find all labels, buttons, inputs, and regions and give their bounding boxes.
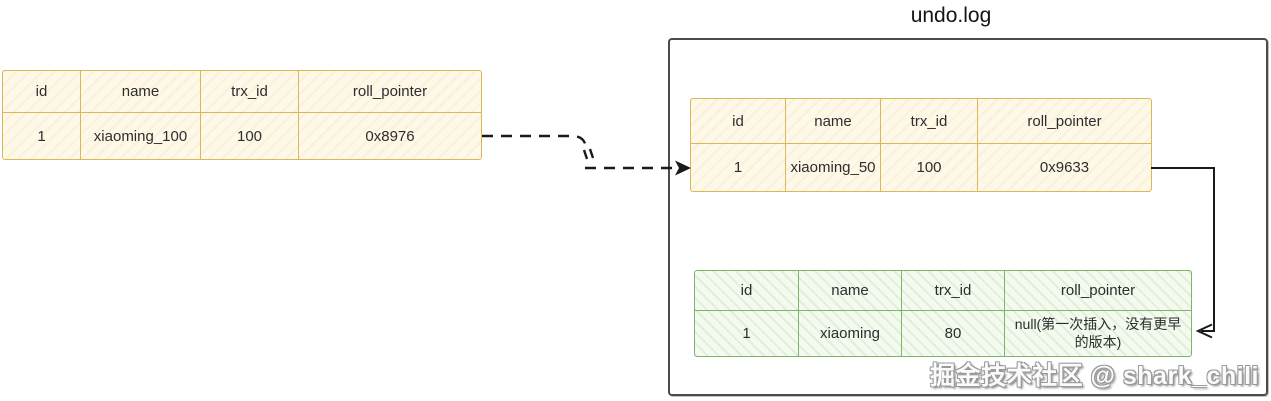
cell-trx-id: 100 bbox=[201, 113, 299, 159]
cell-trx-id: 100 bbox=[881, 144, 978, 191]
cell-roll-pointer: null(第一次插入，没有更早的版本) bbox=[1014, 316, 1182, 350]
column-header-trx-id: trx_id bbox=[201, 71, 299, 113]
cell-id: 1 bbox=[3, 113, 81, 159]
watermark: 掘金技术社区 @ shark_chili bbox=[930, 362, 1259, 390]
column-header-name: name bbox=[799, 271, 902, 311]
cell-roll-pointer: 0x8976 bbox=[365, 127, 415, 145]
undo-log-title: undo.log bbox=[910, 4, 992, 27]
cell-name: xiaoming bbox=[799, 311, 902, 356]
column-header-id: id bbox=[695, 271, 799, 311]
cell-trx-id: 80 bbox=[902, 311, 1005, 356]
cell-name: xiaoming_100 bbox=[81, 113, 201, 159]
column-header-name: name bbox=[81, 71, 201, 113]
undo-version-0-table: id name trx_id roll_pointer 1 xiaoming 8… bbox=[694, 270, 1192, 357]
column-header-roll-pointer: roll_pointer bbox=[1005, 271, 1191, 311]
column-header-roll-pointer: roll_pointer bbox=[299, 71, 481, 113]
cell-roll-pointer: 0x9633 bbox=[1039, 159, 1090, 176]
roll-pointer-0x8976-arrow bbox=[482, 134, 691, 176]
current-record-table: id name trx_id roll_pointer 1 xiaoming_1… bbox=[2, 70, 482, 160]
undo-log-box bbox=[668, 38, 1268, 396]
column-header-id: id bbox=[3, 71, 81, 113]
undo-version-1-table: id name trx_id roll_pointer 1 xiaoming_5… bbox=[690, 98, 1152, 192]
column-header-roll-pointer: roll_pointer bbox=[978, 99, 1151, 144]
cell-id: 1 bbox=[691, 144, 786, 191]
cell-id: 1 bbox=[695, 311, 799, 356]
column-header-trx-id: trx_id bbox=[881, 99, 978, 144]
column-header-trx-id: trx_id bbox=[902, 271, 1005, 311]
column-header-id: id bbox=[691, 99, 786, 144]
cell-name: xiaoming_50 bbox=[786, 144, 881, 191]
column-header-name: name bbox=[786, 99, 881, 144]
